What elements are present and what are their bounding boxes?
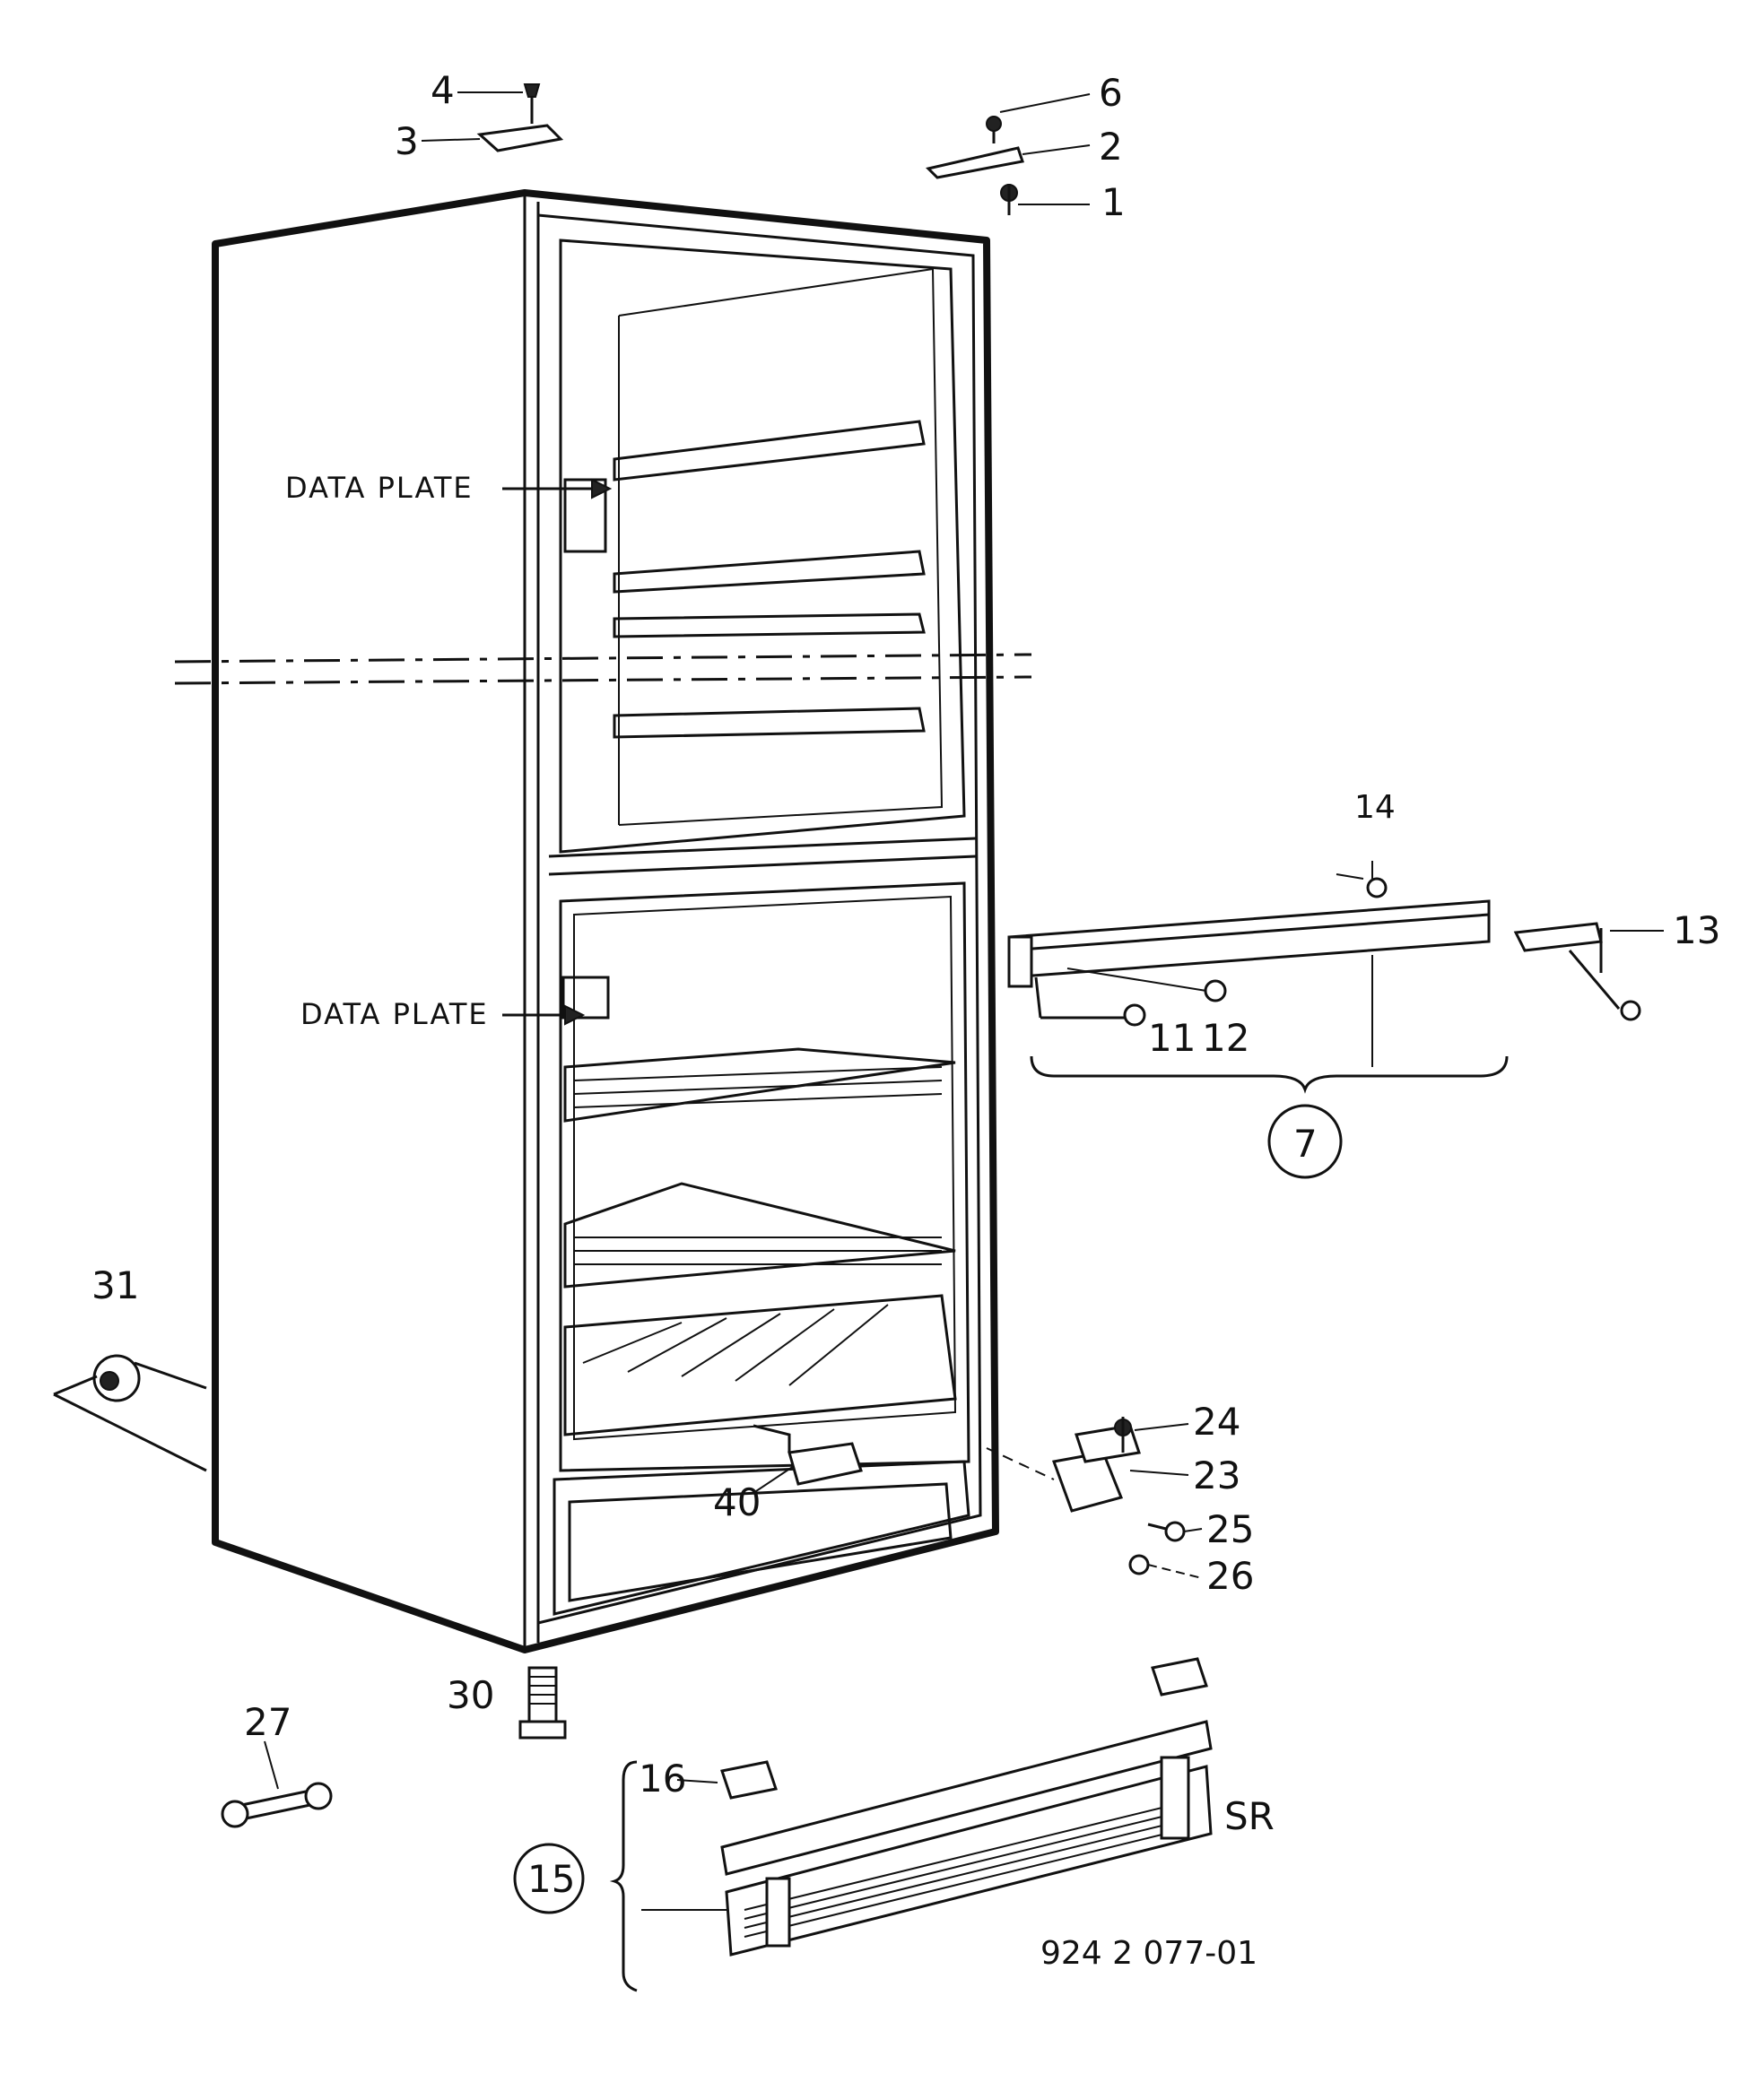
clip-top (1151, 1657, 1208, 1696)
bottom-hinge-23 (1051, 1424, 1141, 1513)
label-31: 31 (91, 1263, 139, 1307)
hinge-plate-3 (476, 124, 564, 152)
label-13: 13 (1673, 908, 1720, 952)
freezer-compartment (559, 239, 966, 854)
data-plate-label-upper: DATA PLATE (285, 471, 474, 505)
label-2: 2 (1099, 125, 1123, 169)
hinge-bar-assembly (1007, 877, 1641, 1027)
break-line (174, 653, 1032, 685)
label-27: 27 (244, 1700, 292, 1744)
foot-31 (92, 1354, 141, 1402)
label-6: 6 (1099, 71, 1123, 115)
label-26: 26 (1206, 1554, 1254, 1598)
hinge-2 (926, 146, 1024, 179)
wrench-27 (221, 1782, 333, 1828)
data-plate-callout-upper: DATA PLATE (285, 471, 613, 505)
label-1: 1 (1101, 180, 1126, 224)
label-40: 40 (713, 1480, 761, 1524)
sr-label: SR (1224, 1794, 1275, 1838)
data-plate-label-lower: DATA PLATE (300, 997, 489, 1031)
adjustable-foot-30 (518, 1666, 567, 1740)
label-30: 30 (447, 1673, 494, 1717)
handle-40 (753, 1424, 863, 1486)
label-12: 12 (1202, 1016, 1249, 1060)
screw-6 (986, 116, 1002, 143)
drawing-number: 924 2 077-01 (1040, 1935, 1257, 1972)
label-24: 24 (1193, 1400, 1240, 1444)
cabinet-body (212, 189, 999, 1653)
part-labels: 4 3 6 2 1 14 13 11 12 7 31 24 23 25 26 4… (91, 68, 1720, 1901)
label-4: 4 (431, 68, 455, 112)
label-25: 25 (1206, 1507, 1254, 1551)
screw-25 (1147, 1521, 1186, 1542)
label-7: 7 (1293, 1122, 1318, 1166)
label-16: 16 (639, 1757, 686, 1801)
fridge-compartment (553, 881, 970, 1616)
label-11: 11 (1148, 1016, 1196, 1060)
pin-24 (1114, 1417, 1132, 1453)
pin-1 (1000, 184, 1018, 215)
label-15: 15 (527, 1857, 575, 1901)
nut-26 (1128, 1554, 1150, 1575)
label-14: 14 (1354, 789, 1396, 826)
data-plate-callout-lower: DATA PLATE (300, 997, 586, 1031)
kick-plate-15 (720, 1720, 1213, 1957)
label-3: 3 (395, 119, 419, 163)
screw-4 (523, 83, 541, 124)
label-23: 23 (1193, 1454, 1240, 1497)
clip-16 (720, 1760, 778, 1800)
